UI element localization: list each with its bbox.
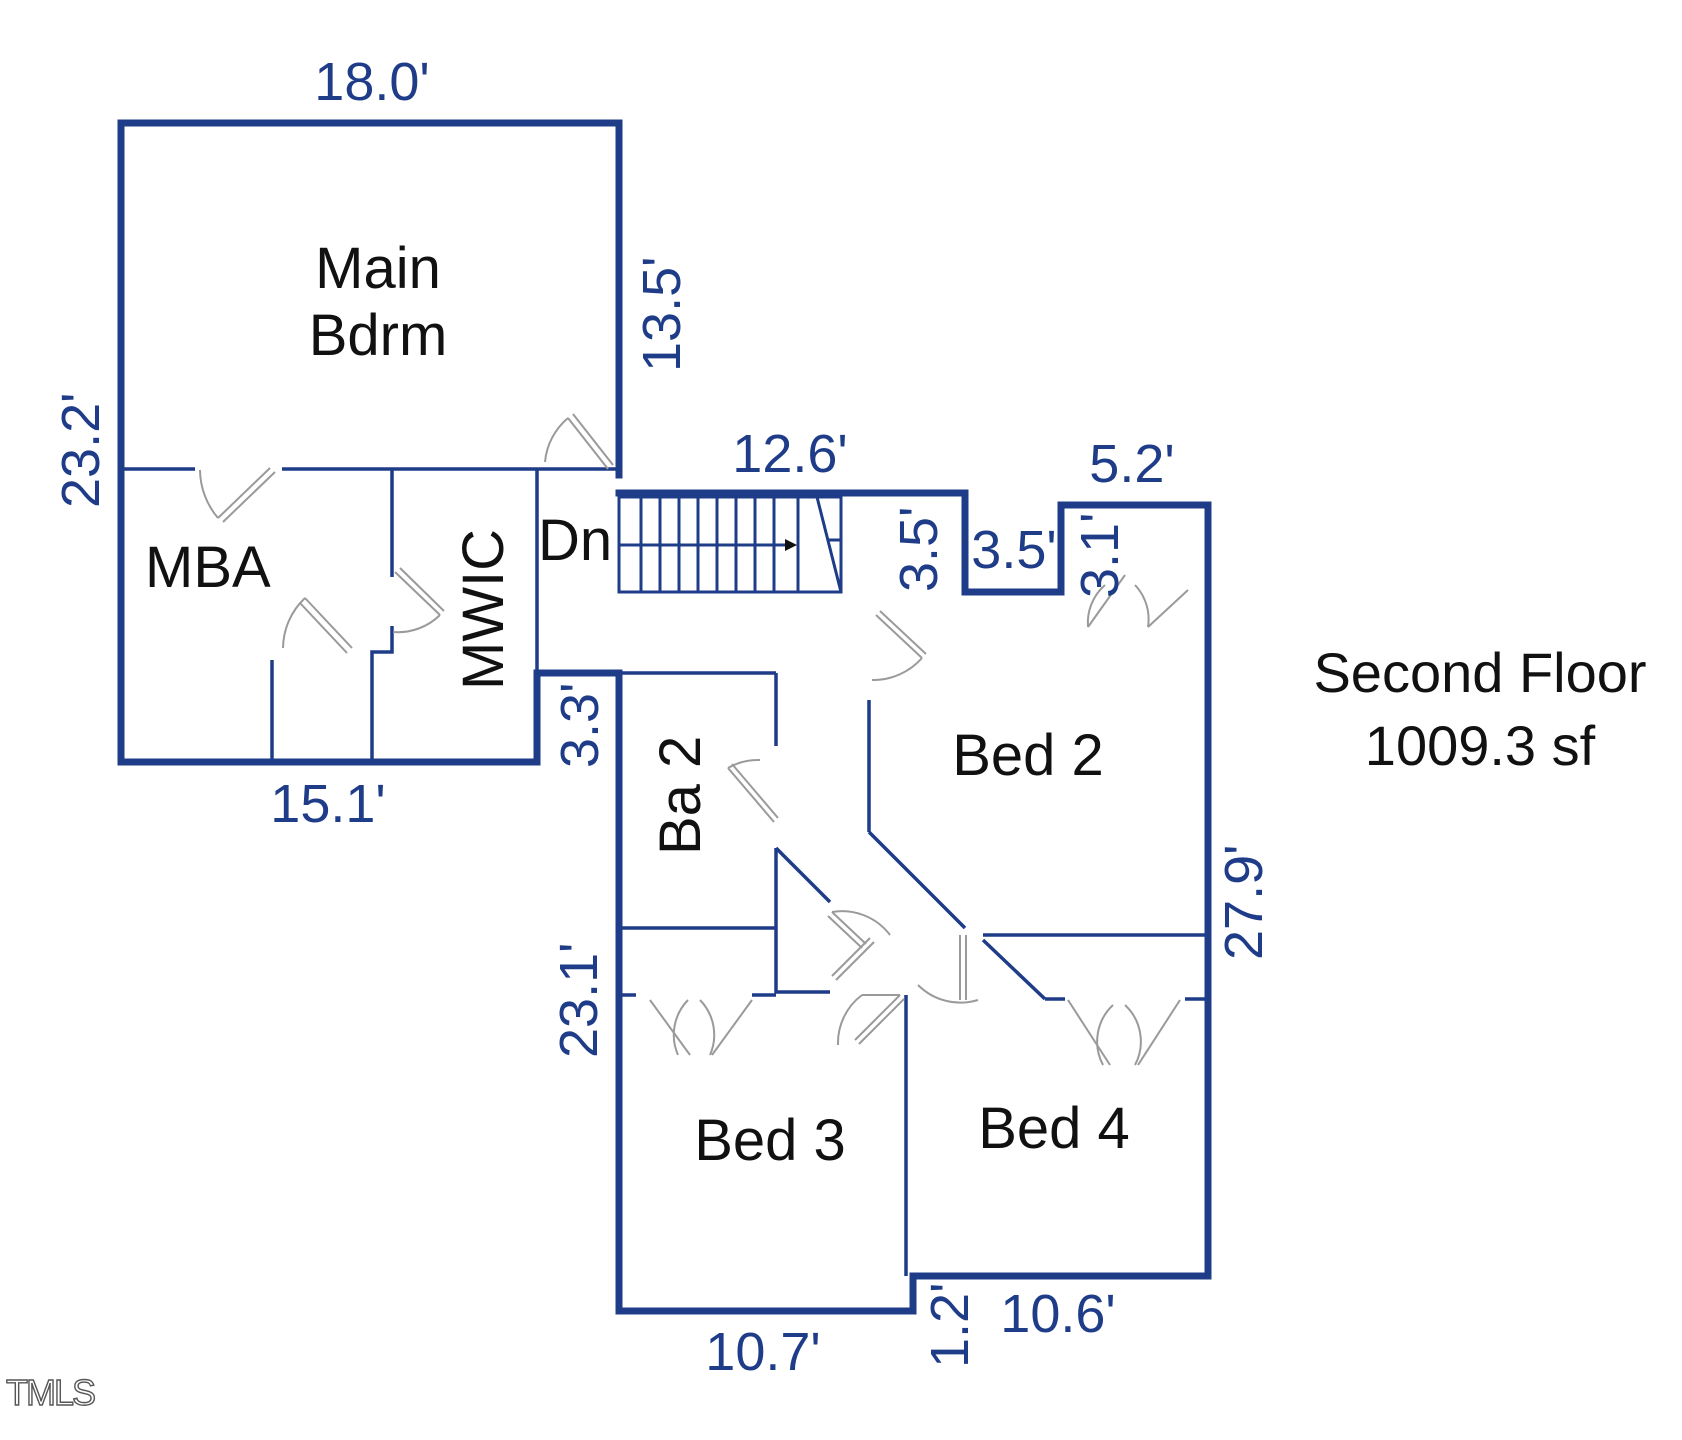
closet-diagonal (774, 846, 832, 904)
mba-label: MBA (145, 535, 271, 600)
dim-right-height: 27.9' (1214, 845, 1274, 960)
mls-watermark: TMLS (6, 1372, 95, 1413)
dim-stair-height: 3.5' (889, 507, 949, 592)
floor-title: Second Floor 1009.3 sf (1313, 641, 1646, 777)
dim-notch-height: 3.1' (1070, 513, 1130, 598)
dim-hall-width: 12.6' (732, 424, 847, 484)
stair-arrow-icon (785, 539, 797, 551)
dim-notch-width: 3.5' (971, 520, 1056, 580)
dim-bed4-bottom: 10.6' (1000, 1284, 1115, 1344)
dim-left-height: 23.2' (51, 393, 111, 508)
bed4-diagonal (981, 938, 1047, 1001)
dim-lower-left-height: 23.1' (549, 943, 609, 1058)
dim-ba2-left-top: 3.3' (550, 683, 610, 768)
exterior-walls (117, 119, 1212, 1315)
floor-title-name: Second Floor (1313, 641, 1646, 704)
ba2-label: Ba 2 (648, 736, 713, 855)
bed2-label: Bed 2 (952, 723, 1104, 788)
room-labels: Main Bdrm MBA MWIC Dn Ba 2 Bed 2 Bed 3 B… (145, 236, 1130, 1173)
dim-mba-bottom: 15.1' (270, 774, 385, 834)
dim-step-height: 1.2' (920, 1283, 980, 1368)
bed3-label: Bed 3 (694, 1108, 846, 1173)
dim-top-width: 18.0' (314, 52, 429, 112)
dn-label: Dn (538, 508, 612, 573)
hall-lower-wall (533, 489, 1212, 1315)
dim-main-right: 13.5' (632, 257, 692, 372)
bed4-label: Bed 4 (978, 1096, 1130, 1161)
mwic-label: MWIC (451, 529, 516, 690)
main-bdrm-label-line2: Bdrm (309, 303, 448, 368)
interior-walls (121, 467, 1208, 1276)
dim-bed2-top: 5.2' (1089, 434, 1174, 494)
hall-diagonal (867, 830, 967, 930)
closet-block (774, 848, 830, 994)
doors (199, 413, 1189, 1066)
dimension-labels: 18.0' 23.2' 13.5' 12.6' 5.2' 3.5' 3.5' 3… (51, 52, 1274, 1382)
staircase (617, 495, 843, 594)
dim-bed3-bottom: 10.7' (705, 1322, 820, 1382)
floor-title-area: 1009.3 sf (1365, 714, 1596, 777)
main-bdrm-label: Main (315, 236, 441, 301)
main-suite-outer-wall (117, 119, 623, 766)
